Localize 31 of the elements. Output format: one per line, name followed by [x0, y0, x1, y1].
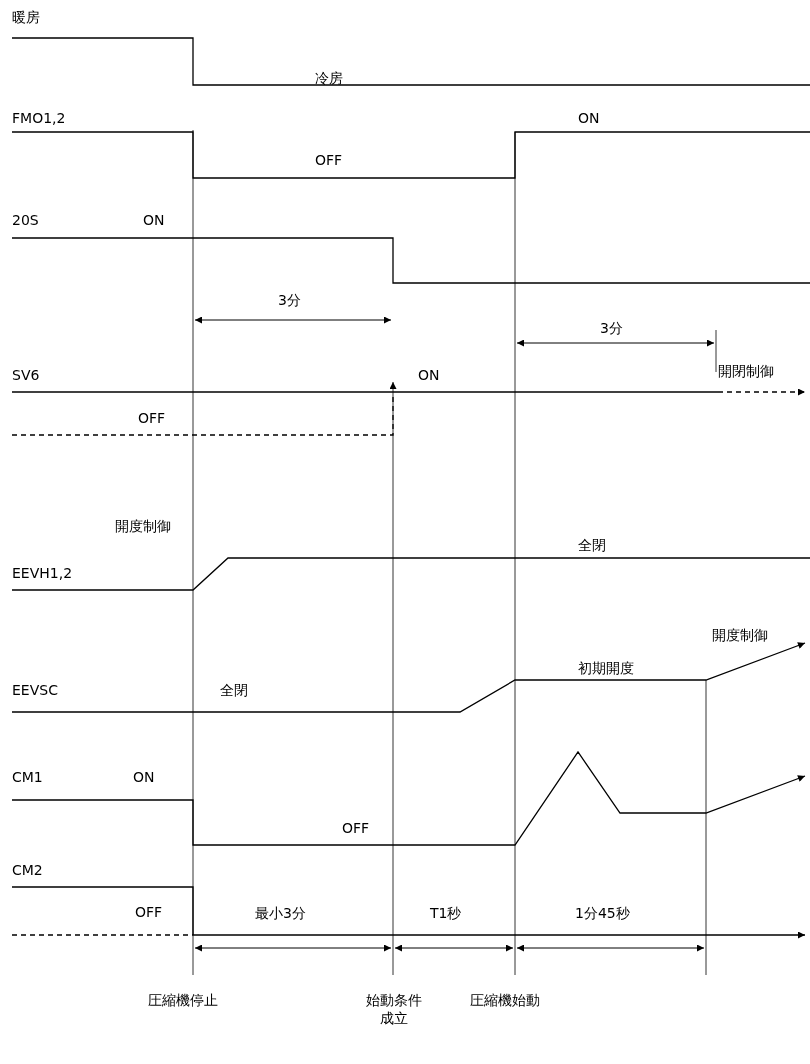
signal-name: EEVH1,2 [12, 564, 73, 582]
state-label: 全閉 [220, 681, 248, 699]
event-label: 圧縮機始動 [470, 991, 540, 1009]
state-label: 開度制御 [712, 626, 768, 644]
state-label: 開閉制御 [718, 362, 774, 380]
duration-label: 3分 [600, 319, 623, 337]
signal-name: EEVSC [12, 681, 58, 699]
state-label: ON [578, 109, 600, 127]
state-label: 全閉 [578, 536, 606, 554]
state-label: 開度制御 [115, 517, 171, 535]
signal-name: CM1 [12, 768, 43, 786]
duration-label: 最小3分 [255, 904, 306, 922]
state-label: OFF [135, 903, 163, 921]
state-label: OFF [138, 409, 166, 427]
state-label: OFF [315, 151, 343, 169]
event-label: 始動条件成立 [365, 991, 423, 1027]
state-label: 冷房 [315, 69, 343, 87]
state-label: ON [133, 768, 155, 786]
signal-name: CM2 [12, 861, 43, 879]
state-label: ON [418, 366, 440, 384]
state-label: 初期開度 [578, 659, 634, 677]
signal-name: 暖房 [12, 8, 40, 26]
duration-label: T1秒 [430, 904, 462, 922]
signal-name: 20S [12, 211, 39, 229]
signal-name: FMO1,2 [12, 109, 66, 127]
state-label: OFF [342, 819, 370, 837]
state-label: ON [143, 211, 165, 229]
event-label: 圧縮機停止 [148, 991, 218, 1009]
duration-label: 3分 [278, 291, 301, 309]
duration-label: 1分45秒 [575, 904, 630, 922]
signal-name: SV6 [12, 366, 40, 384]
